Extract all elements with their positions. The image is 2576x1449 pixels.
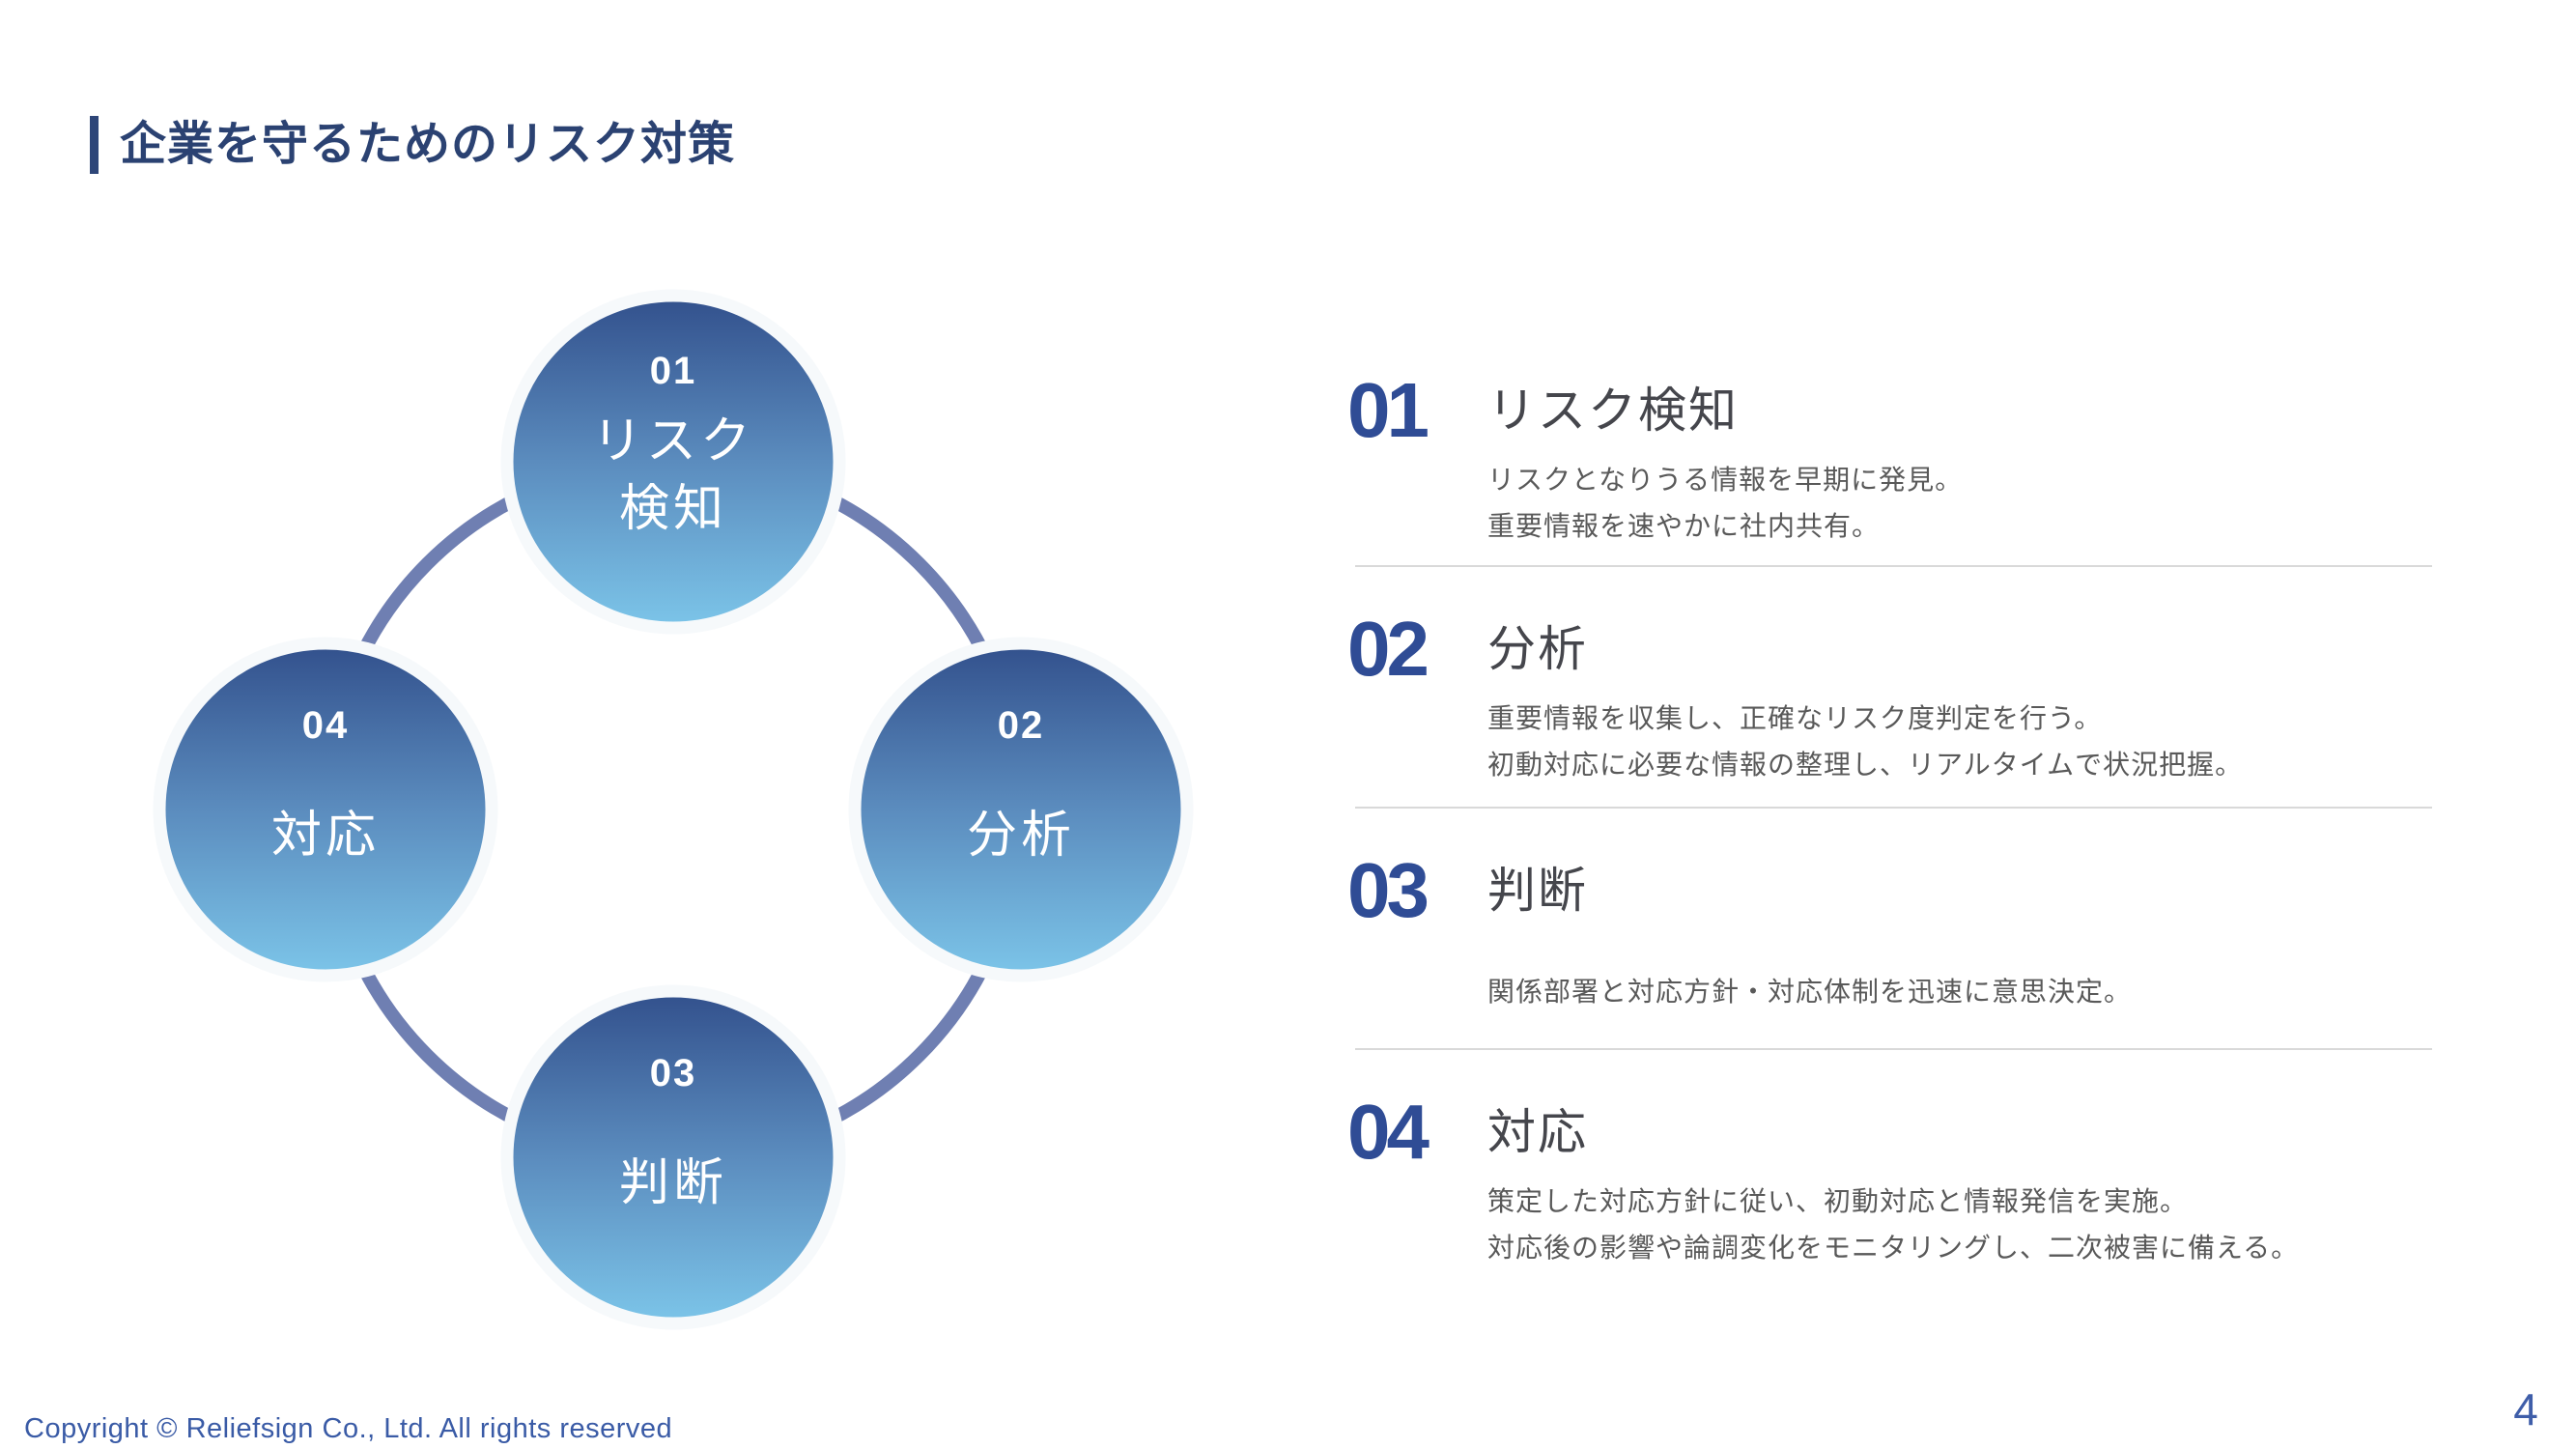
risk-cycle-diagram: 01 リスク 検知 02 分析 03 判断 04 対応 — [45, 182, 1301, 1437]
detail-description: 関係部署と対応方針・対応体制を迅速に意思決定。 — [1487, 969, 2439, 1015]
detail-heading: 判断 — [1487, 864, 1588, 918]
cycle-step-number: 02 — [998, 704, 1045, 747]
detail-desc-line: 関係部署と対応方針・対応体制を迅速に意思決定。 — [1487, 977, 2133, 1007]
detail-heading: 分析 — [1487, 622, 1588, 676]
detail-number: 04 — [1347, 1089, 1430, 1175]
cycle-step-label-line1: リスク — [592, 413, 754, 469]
cycle-step-label: 対応 — [271, 808, 380, 864]
detail-desc-line: 対応後の影響や論調変化をモニタリングし、二次被害に備える。 — [1487, 1233, 2300, 1263]
cycle-circle-03 — [500, 984, 846, 1330]
page-number: 4 — [2513, 1384, 2538, 1435]
detail-number: 01 — [1347, 367, 1430, 453]
risk-cycle-svg: 01 リスク 検知 02 分析 03 判断 04 対応 — [153, 289, 1194, 1330]
cycle-step-number: 04 — [302, 704, 350, 747]
title-block: 企業を守るためのリスク対策 — [90, 116, 735, 174]
cycle-circle-04 — [153, 637, 498, 982]
cycle-step-02: 02 分析 — [848, 637, 1194, 982]
cycle-step-04: 04 対応 — [153, 637, 498, 982]
copyright-text: Copyright © Reliefsign Co., Ltd. All rig… — [24, 1413, 673, 1444]
detail-item-03: 03 判断 関係部署と対応方針・対応体制を迅速に意思決定。 — [1347, 852, 2439, 1015]
detail-item-02: 02 分析 重要情報を収集し、正確なリスク度判定を行う。 初動対応に必要な情報の… — [1347, 611, 2439, 788]
detail-heading: リスク検知 — [1487, 384, 1739, 438]
title-accent-bar — [90, 116, 99, 174]
cycle-circle-01 — [500, 289, 846, 635]
detail-description: 重要情報を収集し、正確なリスク度判定を行う。 初動対応に必要な情報の整理し、リア… — [1487, 696, 2439, 788]
cycle-circle-02 — [848, 637, 1194, 982]
detail-divider — [1355, 807, 2432, 809]
detail-item-01: 01 リスク検知 リスクとなりうる情報を早期に発見。 重要情報を速やかに社内共有… — [1347, 372, 2439, 550]
detail-item-04: 04 対応 策定した対応方針に従い、初動対応と情報発信を実施。 対応後の影響や論… — [1347, 1094, 2439, 1271]
detail-number: 02 — [1347, 606, 1430, 692]
detail-desc-line: リスクとなりうる情報を早期に発見。 — [1487, 465, 1964, 495]
detail-heading: 対応 — [1487, 1105, 1588, 1159]
cycle-step-number: 03 — [650, 1052, 697, 1094]
cycle-step-label: 分析 — [967, 808, 1075, 864]
detail-desc-line: 初動対応に必要な情報の整理し、リアルタイムで状況把握。 — [1487, 750, 2244, 780]
cycle-step-label-line2: 検知 — [619, 481, 727, 537]
detail-desc-line: 重要情報を速やかに社内共有。 — [1487, 511, 1881, 541]
page-title: 企業を守るためのリスク対策 — [120, 119, 736, 170]
cycle-step-label: 判断 — [619, 1155, 727, 1211]
detail-divider — [1355, 565, 2432, 567]
detail-description: 策定した対応方針に従い、初動対応と情報発信を実施。 対応後の影響や論調変化をモニ… — [1487, 1179, 2439, 1271]
detail-divider — [1355, 1048, 2432, 1050]
detail-desc-line: 重要情報を収集し、正確なリスク度判定を行う。 — [1487, 703, 2103, 733]
cycle-step-number: 01 — [650, 350, 697, 392]
detail-number: 03 — [1347, 847, 1430, 933]
cycle-step-03: 03 判断 — [500, 984, 846, 1330]
detail-description: リスクとなりうる情報を早期に発見。 重要情報を速やかに社内共有。 — [1487, 457, 2439, 550]
detail-desc-line: 策定した対応方針に従い、初動対応と情報発信を実施。 — [1487, 1186, 2189, 1216]
cycle-step-01: 01 リスク 検知 — [500, 289, 846, 635]
